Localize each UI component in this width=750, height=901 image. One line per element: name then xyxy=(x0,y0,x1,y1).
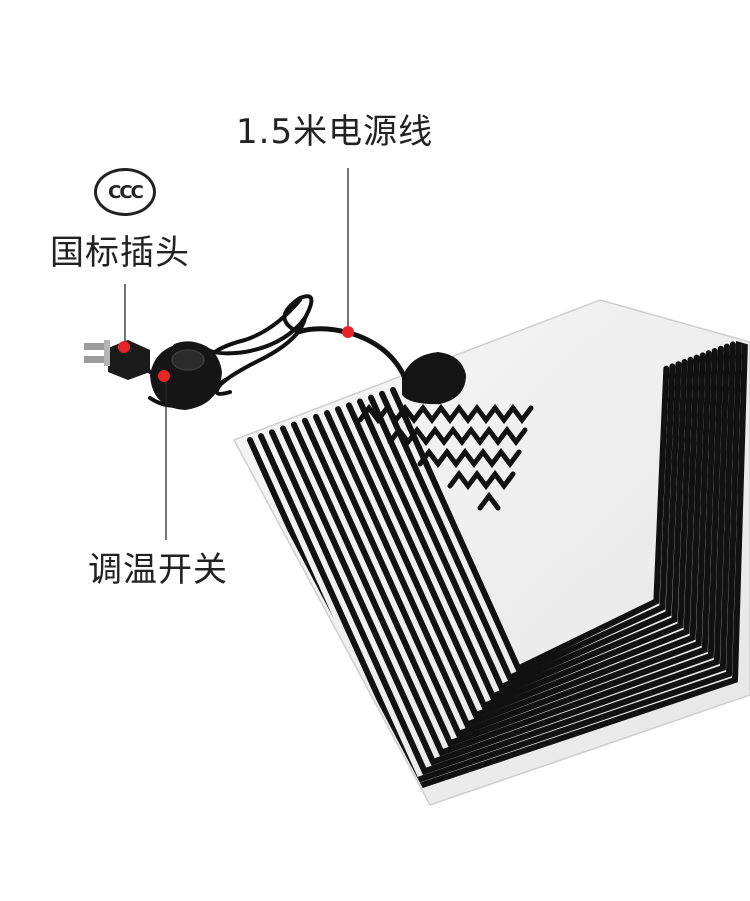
power-cord-label: 1.5米电源线 xyxy=(236,112,434,152)
heating-trace xyxy=(346,356,694,710)
cord-callout-dot xyxy=(342,326,354,338)
heating-trace xyxy=(335,354,700,720)
heating-trace xyxy=(258,339,742,785)
heating-trace xyxy=(379,363,676,682)
heating-trace xyxy=(357,403,534,425)
heating-trace xyxy=(387,425,528,447)
heating-trace xyxy=(368,361,682,692)
heating-trace xyxy=(477,491,501,511)
plug-callout-dot xyxy=(118,341,130,353)
heating-trace xyxy=(269,341,736,776)
heating-trace xyxy=(324,352,706,729)
switch-label: 调温开关 xyxy=(88,550,228,590)
ccc-certification-icon: CCC xyxy=(94,168,156,216)
heating-trace xyxy=(280,343,730,766)
heating-trace xyxy=(313,350,712,738)
heating-trace xyxy=(447,469,516,491)
plug-label: 国标插头 xyxy=(50,233,190,273)
cable-connector xyxy=(402,352,466,405)
heating-trace xyxy=(390,365,670,673)
switch-callout-dot xyxy=(158,370,170,382)
heating-trace xyxy=(302,348,718,748)
temperature-dial-switch xyxy=(150,342,222,410)
heating-element-traces xyxy=(247,337,748,794)
callout-lines xyxy=(124,168,349,540)
heating-trace xyxy=(357,359,688,701)
plug xyxy=(84,340,150,380)
heating-trace xyxy=(417,447,522,469)
heating-trace xyxy=(291,345,724,757)
callout-dots xyxy=(118,326,354,382)
